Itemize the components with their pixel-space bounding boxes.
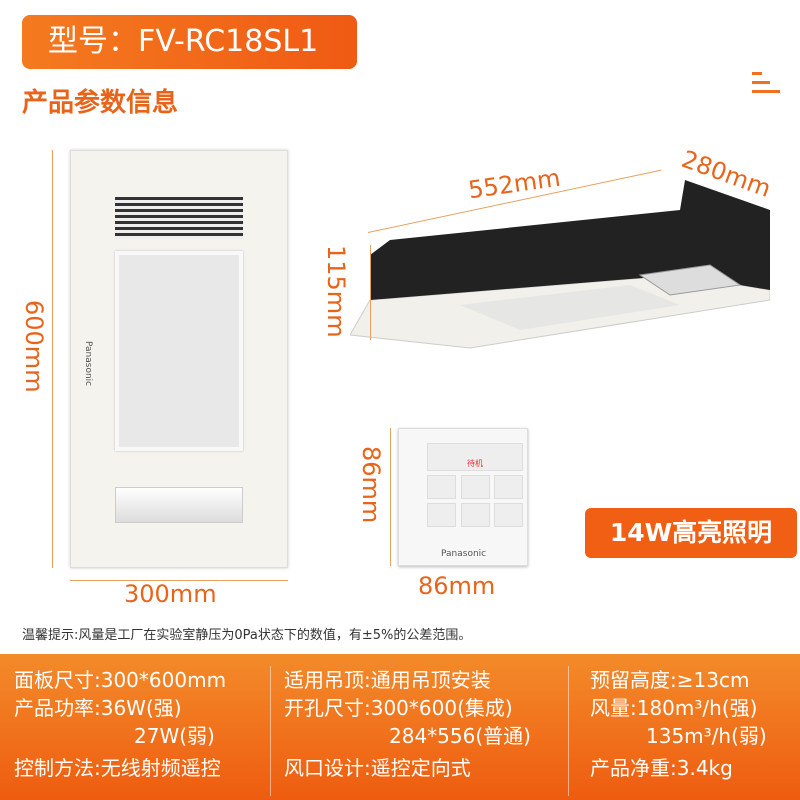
spec-power-low: 27W(弱) [134, 724, 215, 748]
remote-width-label: 86mm [418, 572, 496, 600]
spec-panel-size: 面板尺寸:300*600mm [14, 668, 227, 692]
unit-height-line [370, 245, 371, 340]
spec-weight: 产品净重:3.4kg [590, 756, 733, 780]
light-panel [115, 251, 243, 451]
spec-airflow: 风量:180m³/h(强) [590, 696, 758, 720]
panel-height-line [52, 150, 53, 568]
grille [115, 197, 243, 239]
remote-control-image: 待机 Panasonic [398, 428, 528, 566]
note-text: 温馨提示:风量是工厂在实验室静压为0Pa状态下的数值，有±5%的公差范围。 [22, 628, 472, 643]
section-title: 产品参数信息 [22, 88, 179, 118]
unit-image [350, 180, 770, 349]
brand-label: Panasonic [83, 341, 93, 387]
spec-column-2: 适用吊顶:通用吊顶安装 开孔尺寸:300*600(集成) 284*556(普通)… [284, 666, 531, 782]
remote-power-button: 待机 [427, 443, 523, 471]
spec-cutout-normal: 284*556(普通) [389, 724, 531, 748]
spec-cutout: 开孔尺寸:300*600(集成) [284, 696, 513, 720]
model-banner: 型号：FV-RC18SL1 [22, 15, 357, 69]
spec-column-3: 预留高度:≥13cm 风量:180m³/h(强) 135m³/h(弱) 产品净重… [590, 666, 767, 782]
remote-height-label: 86mm [357, 446, 385, 524]
remote-height-line [390, 428, 391, 566]
spec-outlet: 风口设计:遥控定向式 [284, 756, 471, 780]
spec-airflow-low: 135m³/h(弱) [646, 724, 767, 748]
menu-icon[interactable] [752, 72, 780, 99]
spec-control: 控制方法:无线射频遥控 [14, 756, 221, 780]
spec-ceiling: 适用吊顶:通用吊顶安装 [284, 668, 491, 692]
remote-brand: Panasonic [441, 549, 487, 559]
spec-reserved-height: 预留高度:≥13cm [590, 668, 750, 692]
vent [115, 487, 243, 523]
spec-panel: 面板尺寸:300*600mm 产品功率:36W(强) 27W(弱) 控制方法:无… [0, 654, 800, 800]
lighting-badge: 14W高亮照明 [585, 508, 797, 558]
panel-width-label: 300mm [124, 580, 217, 608]
spec-column-1: 面板尺寸:300*600mm 产品功率:36W(强) 27W(弱) 控制方法:无… [14, 666, 226, 782]
panel-height-label: 600mm [20, 300, 48, 393]
unit-height-label: 115mm [322, 245, 350, 338]
spec-power: 产品功率:36W(强) [14, 696, 182, 720]
panel-image: Panasonic [70, 150, 288, 568]
panel-width-line [70, 580, 288, 581]
